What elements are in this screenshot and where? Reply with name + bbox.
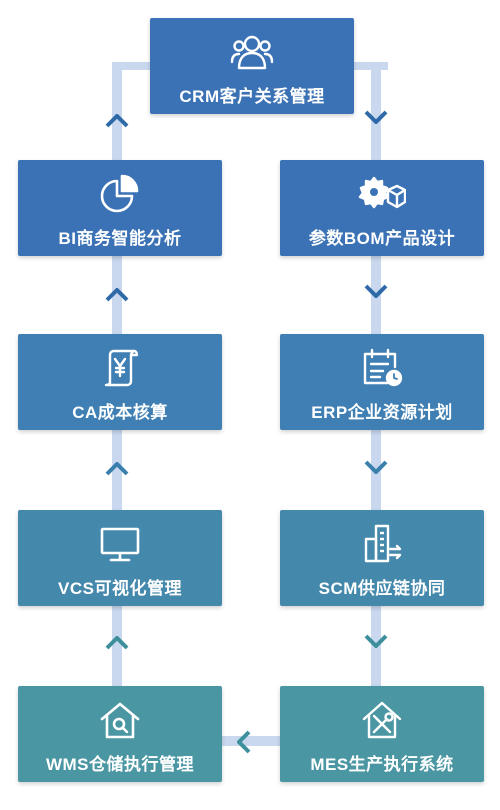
chevron-left-icon <box>237 730 251 754</box>
node-label: BI商务智能分析 <box>58 229 182 248</box>
node-crm[interactable]: CRM客户关系管理 <box>150 18 354 114</box>
node-bi[interactable]: BI商务智能分析 <box>18 160 222 256</box>
chevron-down-icon <box>364 110 388 124</box>
chevron-up-icon <box>105 114 129 128</box>
gears-box-icon <box>358 174 406 214</box>
yen-scroll-icon <box>98 348 142 388</box>
track-top-right <box>340 62 388 70</box>
house-search-icon <box>98 700 142 740</box>
node-label: ERP企业资源计划 <box>311 403 453 422</box>
node-bom[interactable]: 参数BOM产品设计 <box>280 160 484 256</box>
track-bottom <box>200 736 300 746</box>
node-label: WMS仓储执行管理 <box>45 755 195 774</box>
node-erp[interactable]: ERP企业资源计划 <box>280 334 484 430</box>
node-ca[interactable]: CA成本核算 <box>18 334 222 430</box>
building-arrow-icon <box>360 524 404 564</box>
node-label: 参数BOM产品设计 <box>308 229 456 248</box>
chevron-down-icon <box>364 284 388 298</box>
chevron-up-icon <box>105 636 129 650</box>
track-top-left <box>112 62 160 70</box>
node-label: CA成本核算 <box>72 403 168 422</box>
chevron-down-icon <box>364 634 388 648</box>
house-tools-icon <box>360 700 404 740</box>
node-wms[interactable]: WMS仓储执行管理 <box>18 686 222 782</box>
node-mes[interactable]: MES生产执行系统 <box>280 686 484 782</box>
users-icon <box>230 32 274 72</box>
node-label: VCS可视化管理 <box>58 579 182 598</box>
chevron-up-icon <box>105 462 129 476</box>
node-label: CRM客户关系管理 <box>179 87 325 106</box>
node-label: SCM供应链协同 <box>318 579 446 598</box>
node-vcs[interactable]: VCS可视化管理 <box>18 510 222 606</box>
calendar-clock-icon <box>360 348 404 388</box>
node-label: MES生产执行系统 <box>310 755 454 774</box>
pie-chart-icon <box>98 174 142 214</box>
node-scm[interactable]: SCM供应链协同 <box>280 510 484 606</box>
chevron-up-icon <box>105 288 129 302</box>
chevron-down-icon <box>364 460 388 474</box>
monitor-icon <box>98 524 142 564</box>
